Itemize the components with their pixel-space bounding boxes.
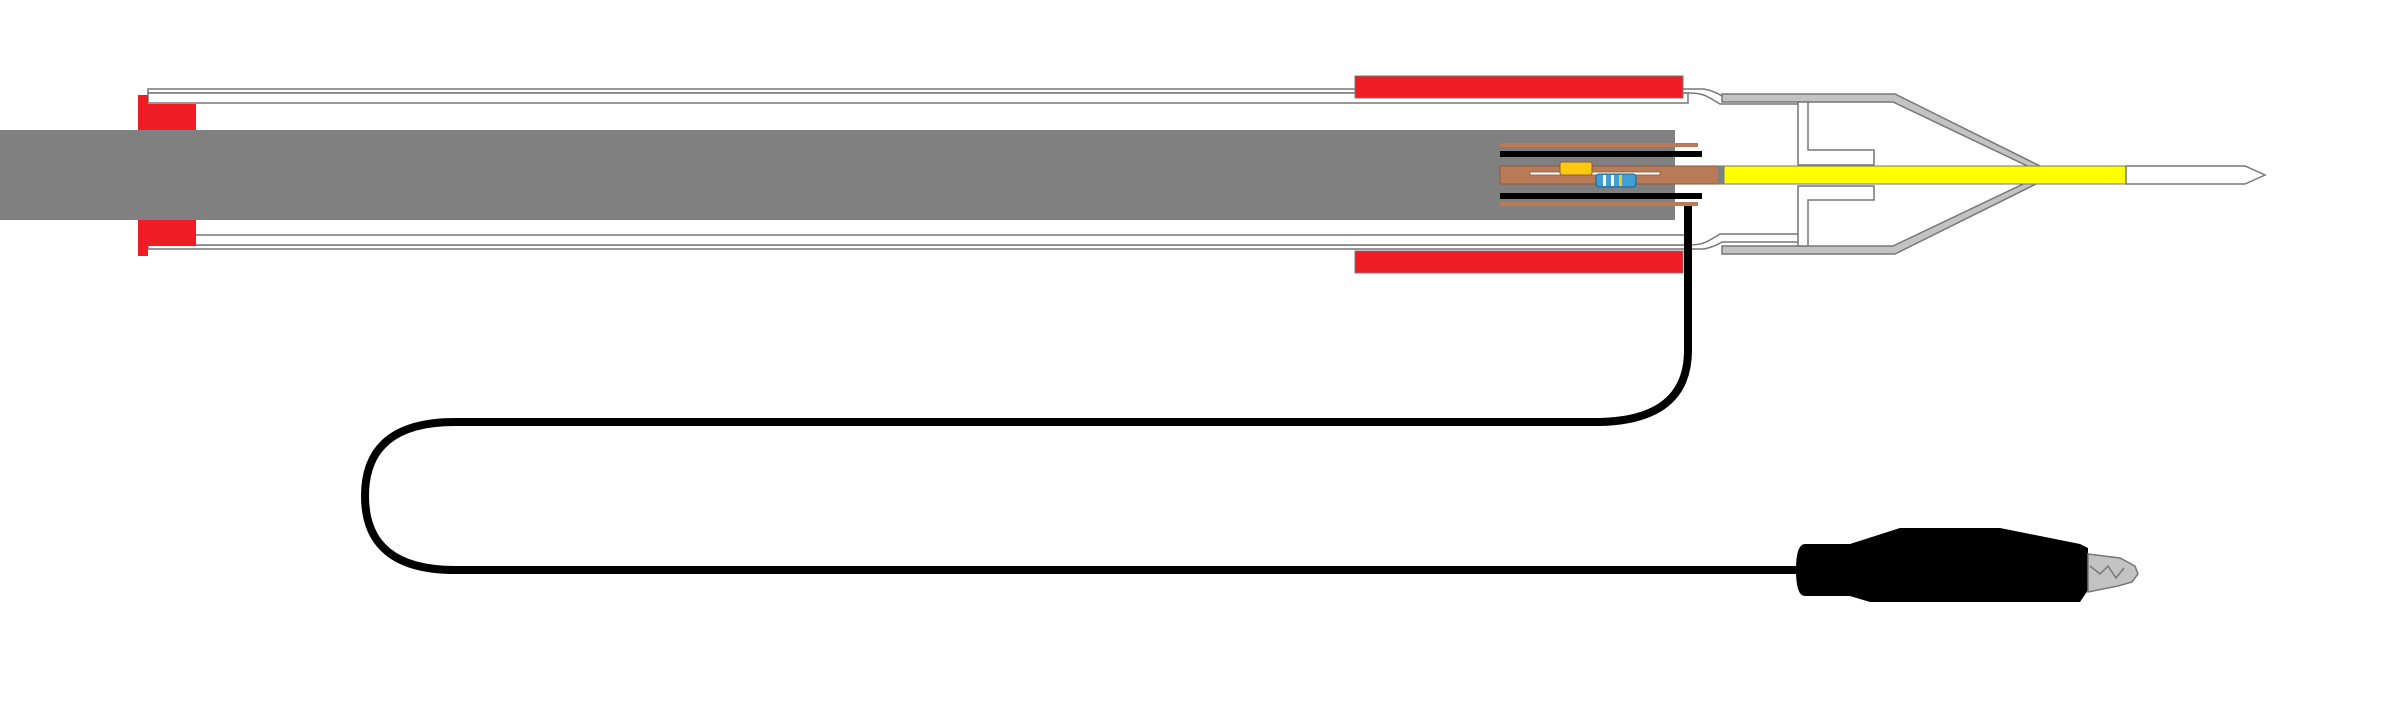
tip-holder-insert bbox=[1797, 101, 1875, 166]
insulated-tip-rod bbox=[1723, 165, 2127, 185]
probe-needle-tip bbox=[2125, 165, 2267, 185]
resistor-band bbox=[1611, 175, 1614, 186]
grip-sleeve bbox=[1354, 75, 1684, 99]
shield-liner bbox=[1500, 143, 1698, 147]
end-cap-flange bbox=[138, 95, 196, 130]
end-cap-flange-lower bbox=[138, 220, 196, 256]
clip-jaw-teeth bbox=[2089, 564, 2125, 580]
grip-sleeve-lower bbox=[1354, 250, 1684, 274]
resistor-component bbox=[1595, 173, 1637, 188]
nose-cone bbox=[1721, 93, 2041, 174]
capacitor-component bbox=[1559, 161, 1593, 176]
shield-liner-lower bbox=[1500, 202, 1698, 206]
component-lead bbox=[1529, 171, 1661, 176]
ground-lead-wire bbox=[361, 206, 1805, 574]
resistor-band bbox=[1603, 175, 1606, 186]
resistor-band bbox=[1619, 175, 1622, 186]
conductor-end-cap bbox=[1718, 166, 1724, 184]
coax-cable bbox=[0, 130, 1675, 220]
shield-tube-lower bbox=[1500, 193, 1702, 199]
shield-tube bbox=[1500, 151, 1702, 157]
tip-holder-insert-lower bbox=[1797, 185, 1875, 247]
outer-tube-wall-bottom bbox=[147, 234, 1689, 246]
alligator-clip bbox=[1796, 528, 2088, 602]
